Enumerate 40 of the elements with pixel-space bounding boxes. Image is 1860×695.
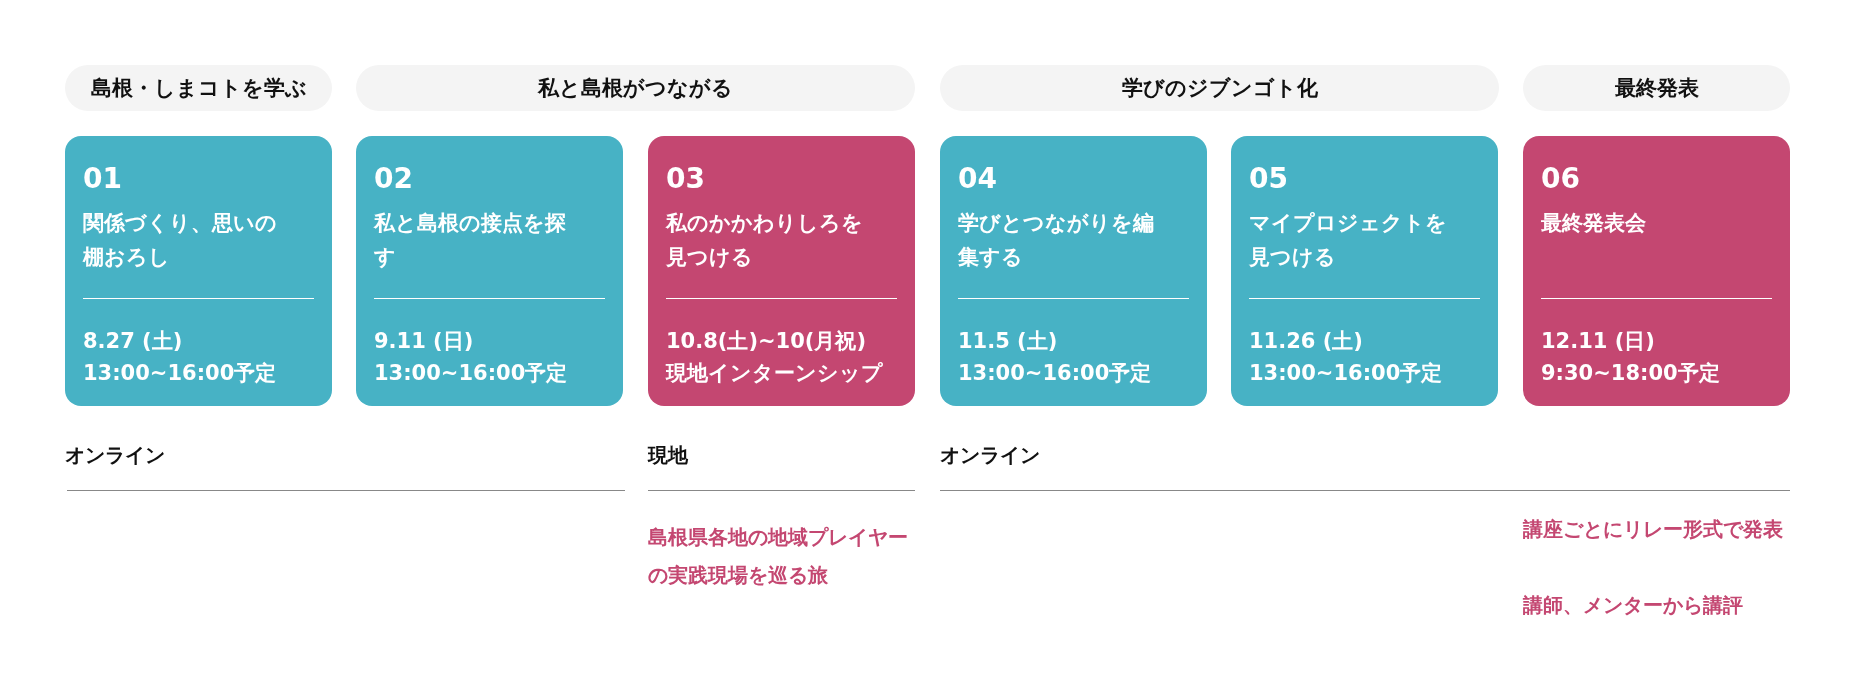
session-number: 06: [1541, 162, 1581, 197]
session-time: 13:00~16:00予定: [958, 360, 1153, 387]
session-time: 13:00~16:00予定: [1249, 360, 1444, 387]
note-text: 講座ごとにリレー形式で発表: [1523, 516, 1784, 543]
session-card: [356, 136, 623, 406]
session-date: 12.11 (日): [1541, 328, 1656, 355]
session-title: 学びとつながりを編集する: [958, 210, 1155, 271]
session-date: 10.8(土)~10(月祝): [666, 328, 868, 355]
phase-header: 最終発表: [1523, 65, 1790, 111]
delivery-mode-label: 現地: [648, 442, 689, 469]
phase-header: 学びのジブンゴト化: [940, 65, 1499, 111]
session-title: マイプロジェクトを見つける: [1249, 210, 1448, 271]
session-number: 02: [374, 162, 414, 197]
note-text: 島根県各地の地域プレイヤーの実践現場を巡る旅: [648, 524, 909, 589]
session-title: 関係づくり、思いの棚おろし: [83, 210, 278, 271]
session-time: 9:30~18:00予定: [1541, 360, 1721, 387]
session-card: [1523, 136, 1790, 406]
session-card: [648, 136, 915, 406]
session-number: 01: [83, 162, 123, 197]
session-card: [1231, 136, 1498, 406]
session-time: 現地インターンシップ: [666, 360, 884, 387]
session-date: 9.11 (日): [374, 328, 475, 355]
session-number: 04: [958, 162, 998, 197]
session-title: 最終発表会: [1541, 210, 1647, 237]
session-card: [940, 136, 1207, 406]
session-time: 13:00~16:00予定: [374, 360, 569, 387]
session-number: 03: [666, 162, 706, 197]
session-date: 11.5 (土): [958, 328, 1059, 355]
note-text: 講師、メンターから講評: [1523, 592, 1744, 619]
session-title: 私と島根の接点を探す: [374, 210, 567, 271]
session-number: 05: [1249, 162, 1289, 197]
session-date: 8.27 (土): [83, 328, 184, 355]
delivery-mode-label: オンライン: [940, 442, 1041, 469]
delivery-mode-label: オンライン: [65, 442, 166, 469]
session-time: 13:00~16:00予定: [83, 360, 278, 387]
session-card: [65, 136, 332, 406]
session-date: 11.26 (土): [1249, 328, 1364, 355]
phase-header: 島根・しまコトを学ぶ: [65, 65, 332, 111]
phase-header: 私と島根がつながる: [356, 65, 915, 111]
session-title: 私のかかわりしろを見つける: [666, 210, 864, 271]
